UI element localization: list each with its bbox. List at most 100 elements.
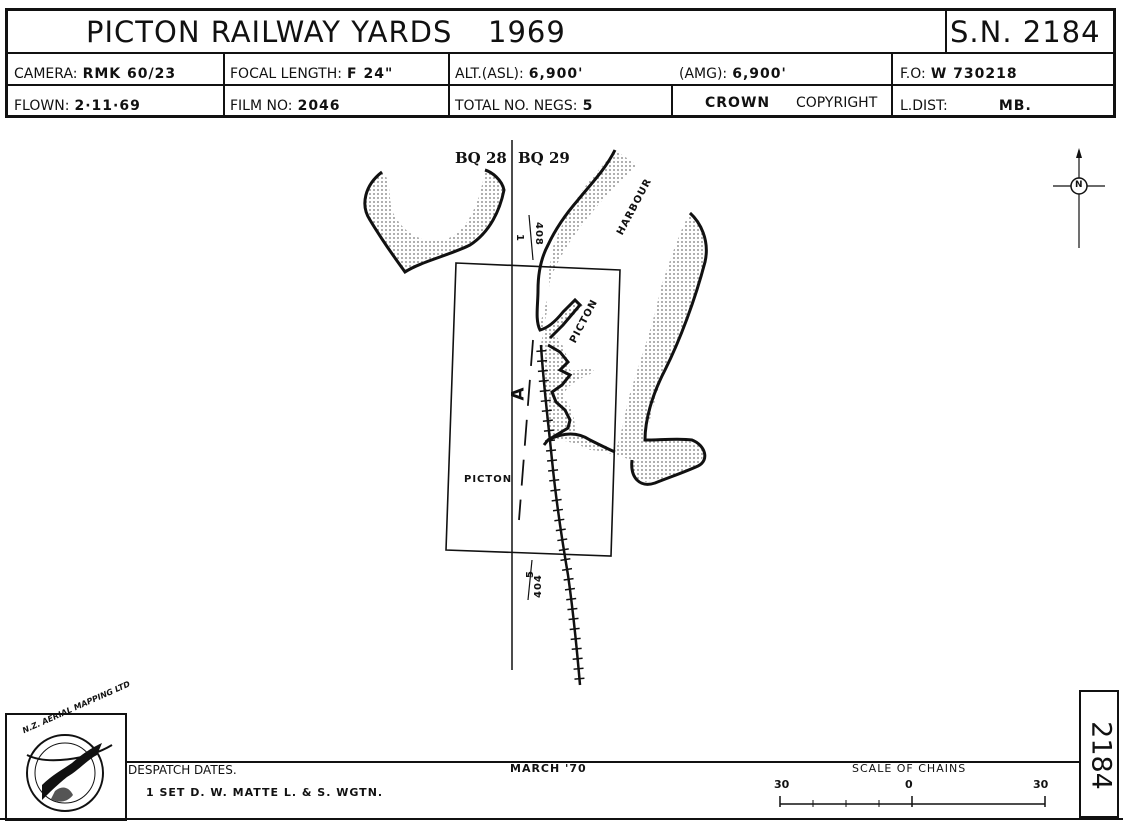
- railway-tie: [552, 508, 564, 512]
- sheet-tab: 2184: [1079, 690, 1119, 818]
- railway-tie: [563, 577, 574, 581]
- header-divider-v2: [448, 53, 450, 117]
- railway-ties: [536, 349, 585, 680]
- map-year: 1969: [488, 15, 566, 49]
- film-label: FILM NO:: [230, 98, 293, 114]
- run-label: A: [508, 387, 529, 401]
- scale-left-value: 30: [774, 778, 790, 791]
- fo-field: F.O: W 730218: [900, 63, 1018, 82]
- railway-tie: [536, 349, 547, 353]
- railway-tie: [548, 469, 559, 472]
- negs-field: TOTAL NO. NEGS: 5: [455, 95, 593, 114]
- copyright-text: COPYRIGHT: [796, 95, 878, 111]
- focal-label: FOCAL LENGTH:: [230, 66, 342, 82]
- coast-wharves: [542, 343, 573, 446]
- railway-tie: [558, 548, 569, 552]
- north-arrow-circle: [1070, 177, 1088, 195]
- railway-tie: [561, 567, 573, 571]
- camera-label: CAMERA:: [14, 66, 78, 82]
- north-letter: N: [1075, 180, 1083, 190]
- despatch-line: 1 SET D. W. MATTE L. & S. WGTN.: [146, 786, 384, 799]
- land-upper-left: [364, 170, 504, 272]
- railway-tie: [574, 677, 585, 680]
- scale-mid-value: 0: [905, 778, 913, 791]
- railway-tie: [537, 369, 548, 373]
- railway-tie: [557, 538, 568, 542]
- coast-east: [630, 211, 708, 486]
- railway-tie: [570, 637, 581, 641]
- film-value: 2046: [297, 98, 341, 114]
- grid-ref-left: BQ 28: [455, 149, 507, 167]
- railway-tie: [544, 439, 556, 442]
- sheet-number: S.N. 2184: [950, 15, 1101, 49]
- focal-value: F 24": [347, 66, 394, 82]
- railway-tie: [551, 498, 562, 502]
- header-divider-v4: [891, 53, 893, 117]
- despatch-label: DESPATCH DATES.: [128, 763, 237, 777]
- railway-tie: [541, 409, 552, 413]
- film-field: FILM NO: 2046: [230, 95, 341, 114]
- logo-emblem: [26, 734, 113, 812]
- alt-asl-field: ALT.(ASL): 6,900': [455, 63, 583, 82]
- railway-tie: [555, 528, 566, 532]
- frame-top-num: 1: [514, 234, 525, 242]
- scale-label: SCALE OF CHAINS: [852, 762, 967, 775]
- negs-value: 5: [582, 98, 594, 114]
- fo-value: W 730218: [930, 66, 1018, 82]
- railway-tie: [554, 518, 565, 522]
- scale-bar: [779, 796, 1046, 807]
- ldist-value: MB.: [998, 98, 1032, 114]
- scale-right-value: 30: [1033, 778, 1049, 791]
- fo-label: F.O:: [900, 66, 926, 82]
- flown-value: 2·11·69: [74, 98, 141, 114]
- focal-field: FOCAL LENGTH: F 24": [230, 63, 393, 82]
- camera-value: RMK 60/23: [82, 66, 177, 82]
- header-divider-2: [8, 84, 1113, 86]
- header-divider-1: [8, 52, 1113, 54]
- grid-ref-right: BQ 29: [518, 149, 570, 167]
- railway-tie: [549, 479, 560, 482]
- header-divider-v-title: [945, 11, 947, 53]
- footer-top-rule: [125, 761, 1081, 763]
- railway-tie: [540, 399, 551, 403]
- ldist-label: L.DIST:: [900, 98, 948, 114]
- camera-field: CAMERA: RMK 60/23: [14, 63, 176, 82]
- frame-bottom-divider: [527, 559, 533, 601]
- railway-tie: [537, 359, 548, 363]
- railway-tie: [567, 607, 578, 611]
- coast-south: [547, 432, 616, 454]
- map-title: PICTON RAILWAY YARDS: [86, 15, 453, 49]
- alt-amg-value: 6,900': [732, 66, 787, 82]
- town-label-frame: PICTON: [464, 474, 513, 485]
- flown-label: FLOWN:: [14, 98, 70, 114]
- railway-tie: [543, 429, 554, 432]
- sheet-tab-number: 2184: [1085, 721, 1117, 790]
- railway-tie: [573, 667, 584, 670]
- alt-asl-value: 6,900': [528, 66, 584, 82]
- railway-tie: [569, 627, 580, 631]
- ldist-field: L.DIST: MB.: [900, 95, 1032, 114]
- railway-tie: [560, 557, 571, 562]
- flown-field: FLOWN: 2·11·69: [14, 95, 141, 114]
- harbour-water: [540, 150, 706, 482]
- crown-text: CROWN: [705, 95, 771, 111]
- alt-asl-label: ALT.(ASL):: [455, 66, 524, 82]
- frame-bottom-den: 404: [533, 574, 544, 598]
- north-arrow-head: [1076, 148, 1082, 158]
- logo-box: N.Z. AERIAL MAPPING LTD: [5, 679, 132, 821]
- coast-upper-left: [363, 168, 506, 275]
- header-divider-v1: [223, 53, 225, 117]
- railway-tie: [538, 379, 549, 383]
- photo-frame: [445, 262, 621, 557]
- frame-top-den: 408: [533, 222, 544, 246]
- railway-tie: [572, 657, 583, 660]
- railway-tie: [564, 587, 575, 591]
- railway-tie: [550, 488, 561, 492]
- railway-tie: [545, 449, 557, 452]
- railway-tie: [542, 419, 553, 422]
- railway-tie: [571, 647, 582, 651]
- railway-tie: [568, 617, 579, 621]
- railway-tie: [539, 389, 550, 393]
- railway-tie: [546, 459, 558, 462]
